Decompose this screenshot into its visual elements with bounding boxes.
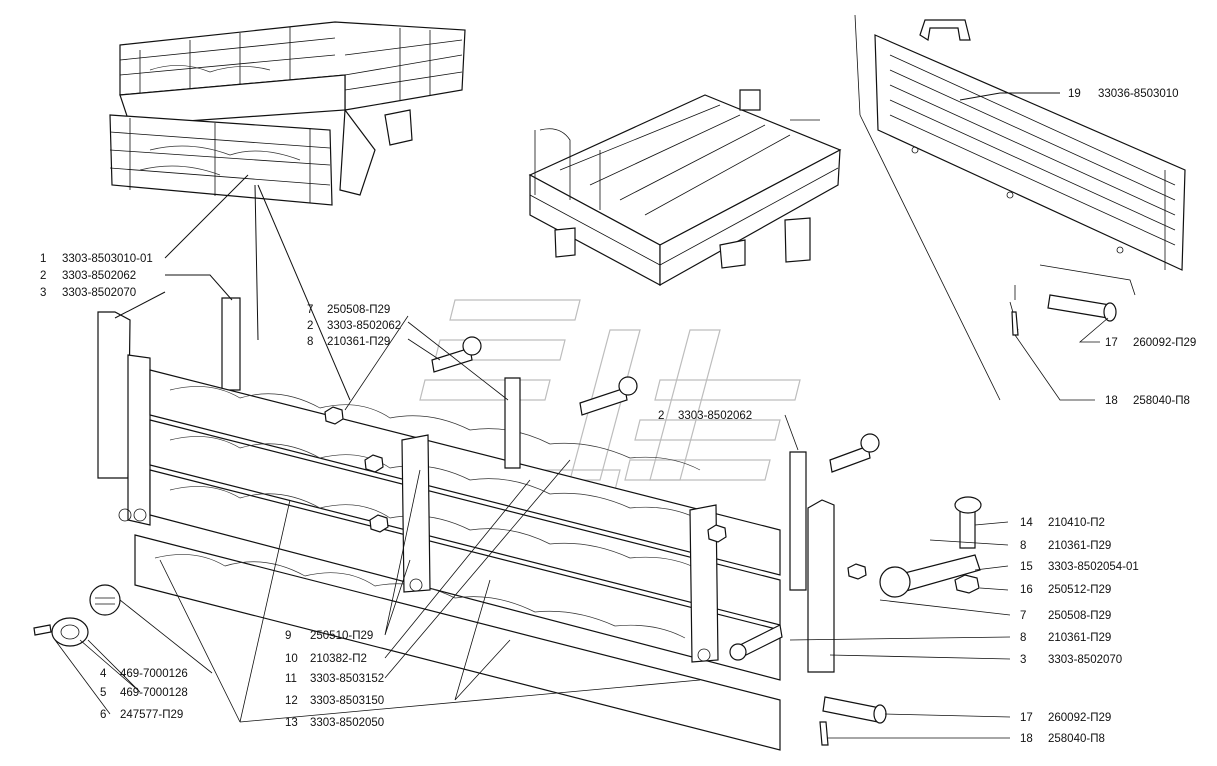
callout-19: 19 33036-8503010 bbox=[1068, 88, 1179, 100]
callout-10: 10 210382-П2 bbox=[285, 653, 367, 665]
callout-2a: 2 3303-8502062 bbox=[40, 270, 136, 282]
svg-text:18: 18 bbox=[1020, 733, 1033, 745]
callout-12: 12 3303-8503150 bbox=[285, 695, 384, 707]
callout-1: 1 3303-8503010-01 bbox=[40, 253, 153, 265]
callout-2b: 2 3303-8502062 bbox=[307, 320, 401, 332]
svg-text:469-7000126: 469-7000126 bbox=[120, 668, 188, 680]
callout-14: 14 210410-П2 bbox=[1020, 517, 1105, 529]
svg-text:210410-П2: 210410-П2 bbox=[1048, 517, 1105, 529]
svg-text:3303-8502070: 3303-8502070 bbox=[1048, 654, 1122, 666]
callout-3b: 3 3303-8502070 bbox=[1020, 654, 1122, 666]
svg-text:250510-П29: 250510-П29 bbox=[310, 630, 373, 642]
svg-text:3303-8502062: 3303-8502062 bbox=[327, 320, 401, 332]
callout-8b: 8 210361-П29 bbox=[1020, 540, 1111, 552]
callout-5: 5 469-7000128 bbox=[100, 687, 188, 699]
svg-text:13: 13 bbox=[285, 717, 298, 729]
callout-17a: 17 260092-П29 bbox=[1105, 337, 1196, 349]
svg-text:3303-8502062: 3303-8502062 bbox=[678, 410, 752, 422]
svg-text:3303-8502054-01: 3303-8502054-01 bbox=[1048, 561, 1139, 573]
callout-7a: 7 250508-П29 bbox=[307, 304, 390, 316]
callout-8a: 8 210361-П29 bbox=[307, 336, 390, 348]
pin-17-upper bbox=[1009, 264, 1136, 336]
svg-text:8: 8 bbox=[1020, 540, 1026, 552]
svg-text:17: 17 bbox=[1105, 337, 1118, 349]
svg-text:2: 2 bbox=[658, 410, 664, 422]
svg-text:3303-8503150: 3303-8503150 bbox=[310, 695, 384, 707]
svg-text:11: 11 bbox=[285, 673, 297, 685]
svg-text:250512-П29: 250512-П29 bbox=[1048, 584, 1111, 596]
svg-text:210361-П29: 210361-П29 bbox=[1048, 540, 1111, 552]
side-stake-bracket-left bbox=[97, 297, 241, 526]
svg-text:19: 19 bbox=[1068, 88, 1081, 100]
svg-text:247577-П29: 247577-П29 bbox=[120, 709, 183, 721]
svg-text:15: 15 bbox=[1020, 561, 1033, 573]
callout-4: 4 469-7000126 bbox=[100, 668, 188, 680]
callout-13: 13 3303-8502050 bbox=[285, 717, 384, 729]
svg-text:14: 14 bbox=[1020, 517, 1033, 529]
svg-text:8: 8 bbox=[1020, 632, 1026, 644]
svg-text:7: 7 bbox=[1020, 610, 1026, 622]
bolts bbox=[431, 336, 982, 661]
callout-8c: 8 210361-П29 bbox=[1020, 632, 1111, 644]
svg-text:3: 3 bbox=[40, 287, 46, 299]
tailgate-part-19 bbox=[874, 19, 1186, 271]
nuts bbox=[324, 406, 727, 543]
svg-text:210361-П29: 210361-П29 bbox=[327, 336, 390, 348]
truck-cargo-bed-view bbox=[528, 89, 842, 287]
svg-text:3303-8502050: 3303-8502050 bbox=[310, 717, 384, 729]
callout-15: 15 3303-8502054-01 bbox=[1020, 561, 1139, 573]
callout-18a: 18 258040-П8 bbox=[1105, 395, 1190, 407]
svg-text:3303-8502070: 3303-8502070 bbox=[62, 287, 136, 299]
svg-text:260092-П29: 260092-П29 bbox=[1133, 337, 1196, 349]
svg-text:12: 12 bbox=[285, 695, 298, 707]
callout-6: 6 247577-П29 bbox=[100, 709, 183, 721]
svg-text:469-7000128: 469-7000128 bbox=[120, 687, 188, 699]
svg-text:2: 2 bbox=[40, 270, 46, 282]
svg-text:33036-8503010: 33036-8503010 bbox=[1098, 88, 1179, 100]
callout-17b: 17 260092-П29 bbox=[1020, 712, 1111, 724]
truck-body-rear-view bbox=[109, 21, 466, 206]
callout-16: 16 250512-П29 bbox=[1020, 584, 1111, 596]
svg-text:3303-8502062: 3303-8502062 bbox=[62, 270, 136, 282]
svg-text:258040-П8: 258040-П8 bbox=[1133, 395, 1190, 407]
svg-text:17: 17 bbox=[1020, 712, 1033, 724]
svg-text:16: 16 bbox=[1020, 584, 1033, 596]
svg-text:258040-П8: 258040-П8 bbox=[1048, 733, 1105, 745]
svg-text:18: 18 bbox=[1105, 395, 1118, 407]
svg-text:8: 8 bbox=[307, 336, 313, 348]
right-hinge-bracket bbox=[789, 451, 981, 673]
pin-17-lower bbox=[819, 696, 887, 746]
callout-3a: 3 3303-8502070 bbox=[40, 287, 136, 299]
svg-text:250508-П29: 250508-П29 bbox=[1048, 610, 1111, 622]
svg-text:210361-П29: 210361-П29 bbox=[1048, 632, 1111, 644]
svg-text:1: 1 bbox=[40, 253, 46, 265]
callout-2c: 2 3303-8502062 bbox=[658, 410, 752, 422]
callout-7b: 7 250508-П29 bbox=[1020, 610, 1111, 622]
svg-text:5: 5 bbox=[100, 687, 106, 699]
svg-text:9: 9 bbox=[285, 630, 291, 642]
leader-lines bbox=[54, 14, 1109, 739]
svg-text:6: 6 bbox=[100, 709, 106, 721]
svg-text:10: 10 bbox=[285, 653, 298, 665]
svg-text:2: 2 bbox=[307, 320, 313, 332]
svg-text:210382-П2: 210382-П2 bbox=[310, 653, 367, 665]
callout-9: 9 250510-П29 bbox=[285, 630, 373, 642]
svg-text:250508-П29: 250508-П29 bbox=[327, 304, 390, 316]
svg-text:3303-8503010-01: 3303-8503010-01 bbox=[62, 253, 153, 265]
side-board-panel bbox=[134, 369, 781, 751]
callout-18b: 18 258040-П8 bbox=[1020, 733, 1105, 745]
svg-text:7: 7 bbox=[307, 304, 313, 316]
callout-labels: 1 3303-8503010-01 2 3303-8502062 3 3303-850… bbox=[40, 88, 1196, 745]
svg-text:4: 4 bbox=[100, 668, 107, 680]
svg-text:3: 3 bbox=[1020, 654, 1026, 666]
callout-11: 11 3303-8503152 bbox=[285, 673, 384, 685]
lamp-bracket-parts bbox=[33, 584, 121, 647]
svg-text:3303-8503152: 3303-8503152 bbox=[310, 673, 384, 685]
board-stakes bbox=[401, 377, 719, 663]
svg-text:260092-П29: 260092-П29 bbox=[1048, 712, 1111, 724]
